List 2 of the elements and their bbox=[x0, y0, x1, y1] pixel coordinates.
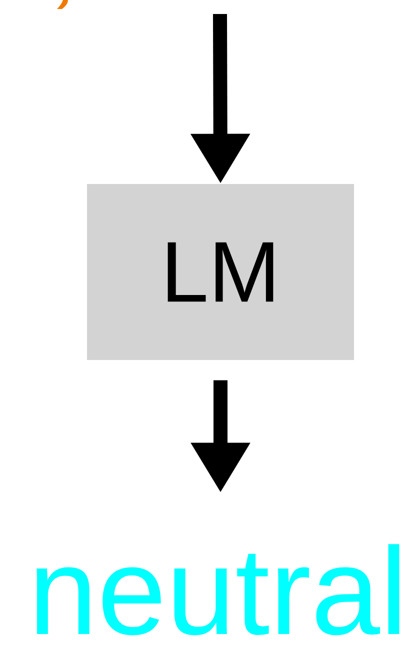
process-box: LM bbox=[87, 184, 354, 360]
output-label: neutral bbox=[36, 544, 400, 636]
